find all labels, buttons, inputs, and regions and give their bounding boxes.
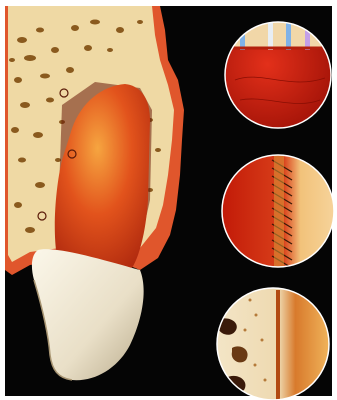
detail-alveolar-bone	[217, 288, 329, 400]
detail-pulp-vessels	[225, 22, 331, 128]
